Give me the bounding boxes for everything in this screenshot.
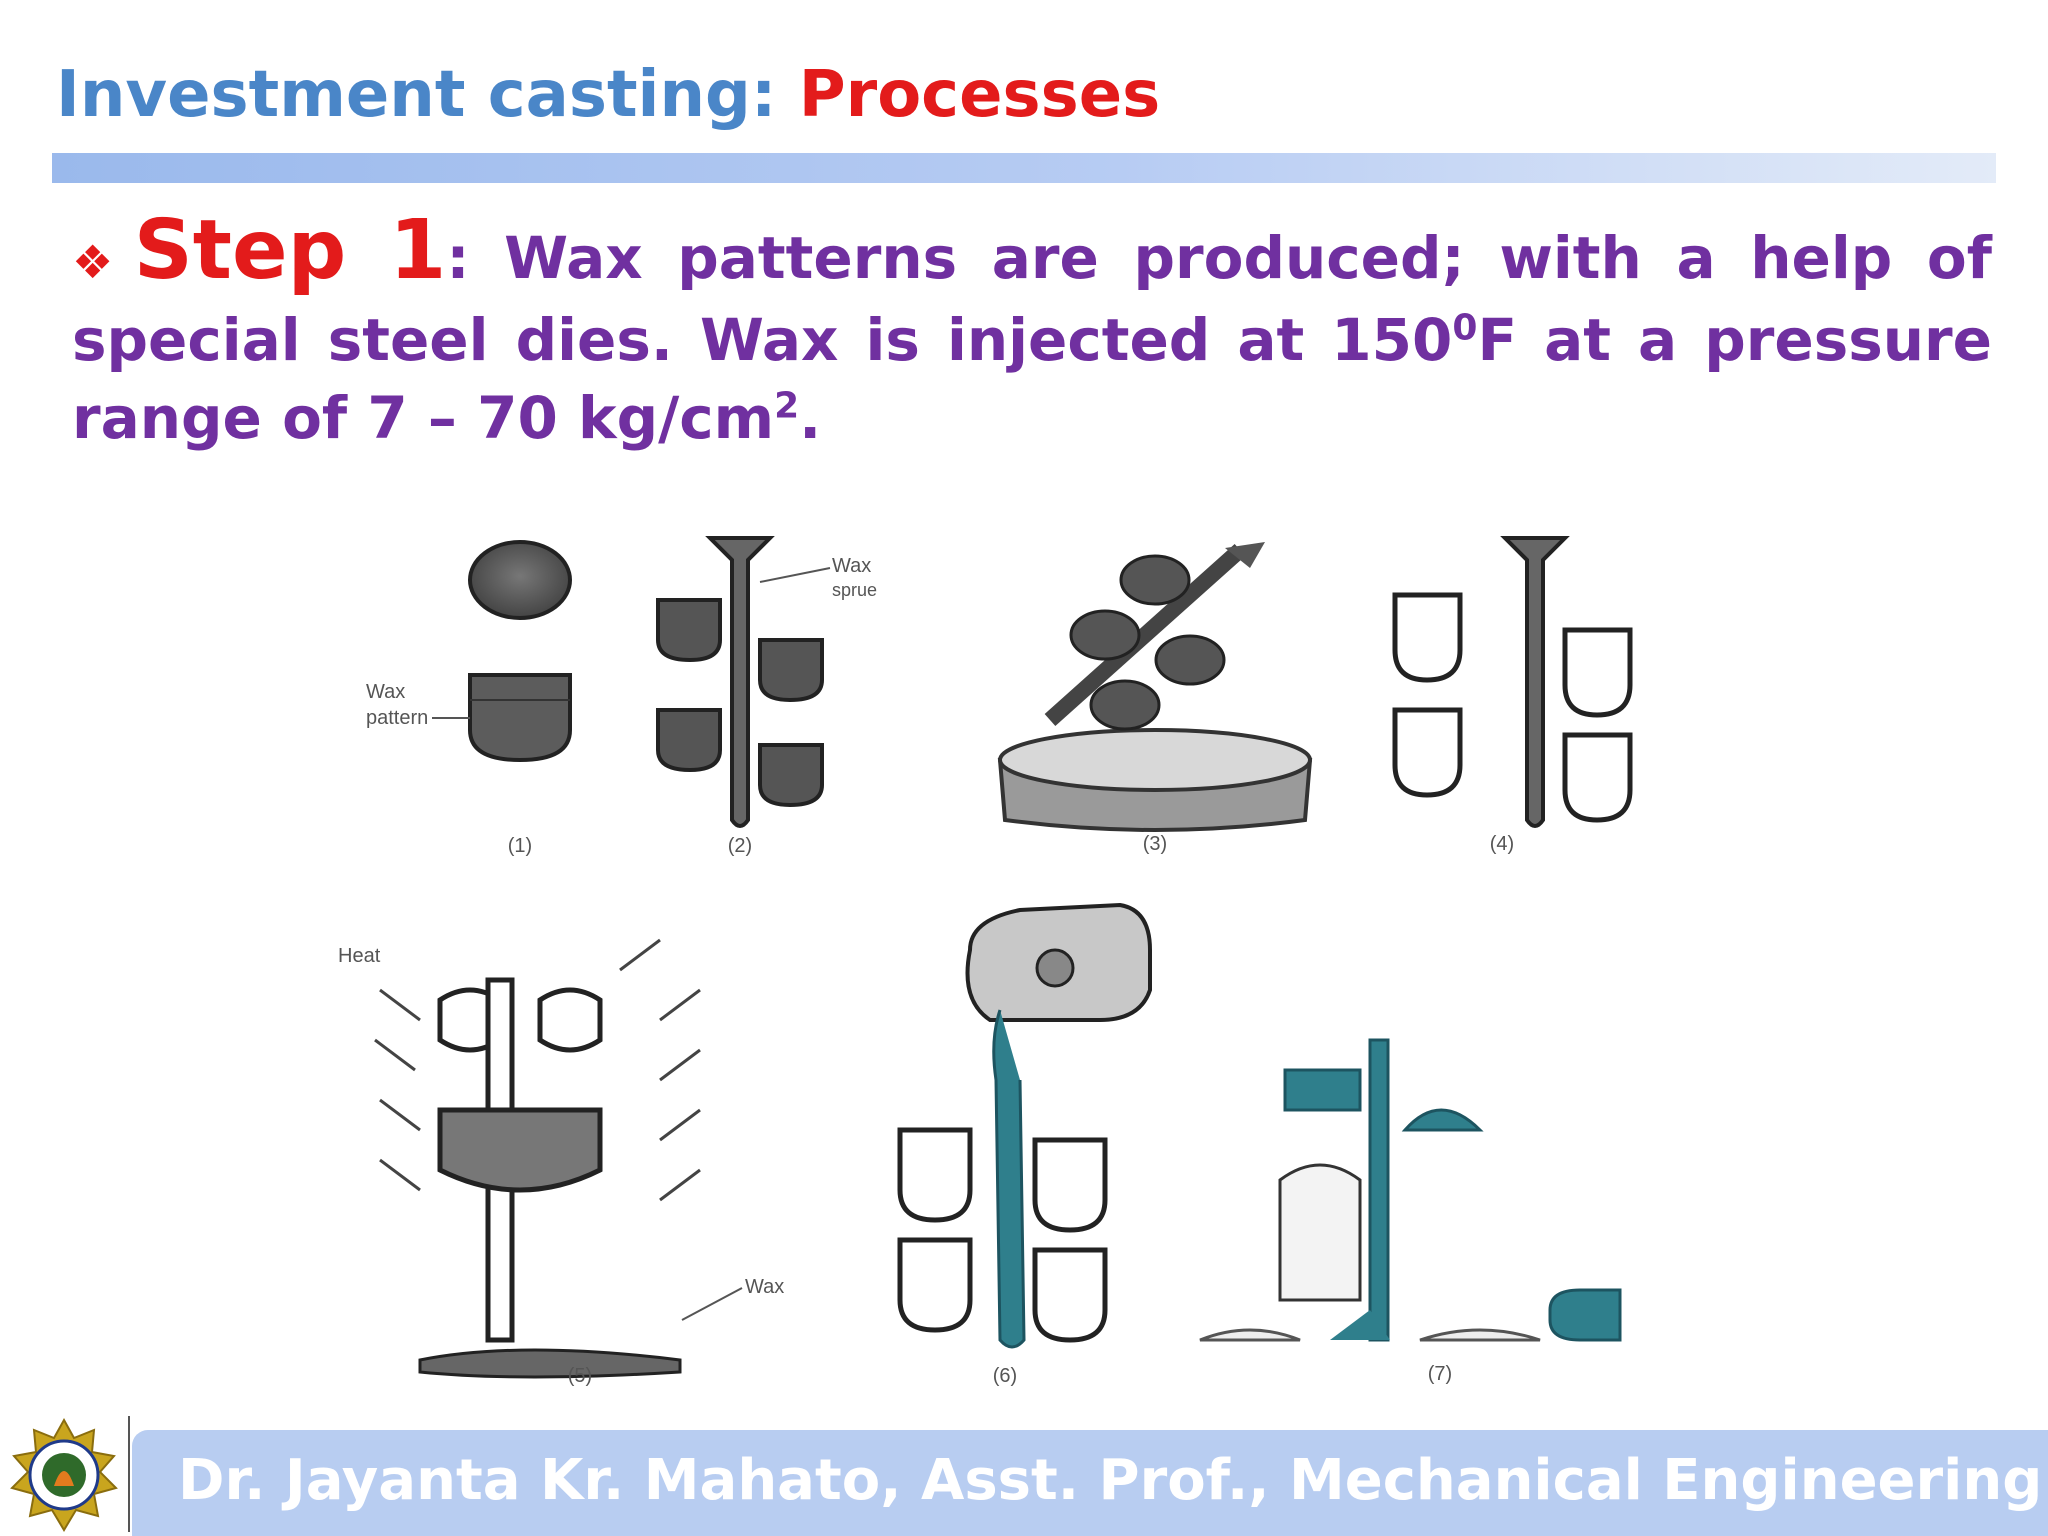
panel-6-pouring [897, 902, 1152, 1349]
step-1-paragraph: ❖Step 1: Wax patterns are produced; with… [72, 210, 1993, 457]
panel-number-2: (2) [728, 835, 752, 857]
panel-3-slurry-dip [997, 542, 1313, 832]
label-wax: Wax [745, 1276, 784, 1298]
slide-title: Investment casting: Processes [56, 58, 1160, 132]
panel-number-3: (3) [1143, 833, 1167, 855]
label-wax-sprue-1: Wax [832, 555, 871, 577]
label-wax-sprue-2: sprue [832, 580, 877, 600]
footer-band [132, 1430, 2048, 1536]
step-text-b: F at a pressure range of 7 – 70 kg/cm [72, 306, 1992, 452]
panel-7-finished-casting [1199, 1038, 1622, 1342]
university-seal-icon [10, 1417, 118, 1532]
footer-divider [128, 1416, 130, 1532]
squared-superscript: 2 [774, 385, 800, 427]
title-underline-bar [52, 153, 1996, 183]
title-highlight: Processes [798, 58, 1161, 132]
panel-number-4: (4) [1490, 833, 1514, 855]
panel-number-6: (6) [993, 1365, 1017, 1387]
label-wax-pattern-2: pattern [366, 707, 428, 729]
panel-number-7: (7) [1428, 1363, 1452, 1385]
investment-casting-diagram: Wax pattern Wax sprue Heat [338, 536, 1633, 1387]
panel-number-5: (5) [568, 1365, 592, 1387]
label-wax-pattern-1: Wax [366, 681, 405, 703]
step-text-a: : Wax patterns are produced; with a help… [72, 224, 1993, 374]
panel-2-wax-tree: Wax sprue [656, 536, 877, 828]
label-heat: Heat [338, 945, 381, 967]
panel-5-dewax-heat: Heat Wax [338, 938, 784, 1379]
bullet-diamond-icon: ❖ [72, 235, 128, 289]
panel-1-wax-pattern: Wax pattern [366, 540, 572, 763]
title-main: Investment casting: [56, 58, 799, 132]
degree-superscript: 0 [1452, 307, 1478, 349]
panel-4-coated-tree [1392, 536, 1633, 828]
panel-number-1: (1) [508, 835, 532, 857]
step-label: Step 1 [133, 203, 447, 298]
footer-author: Dr. Jayanta Kr. Mahato, Asst. Prof., Mec… [178, 1448, 2043, 1513]
step-text-c: . [799, 384, 822, 452]
